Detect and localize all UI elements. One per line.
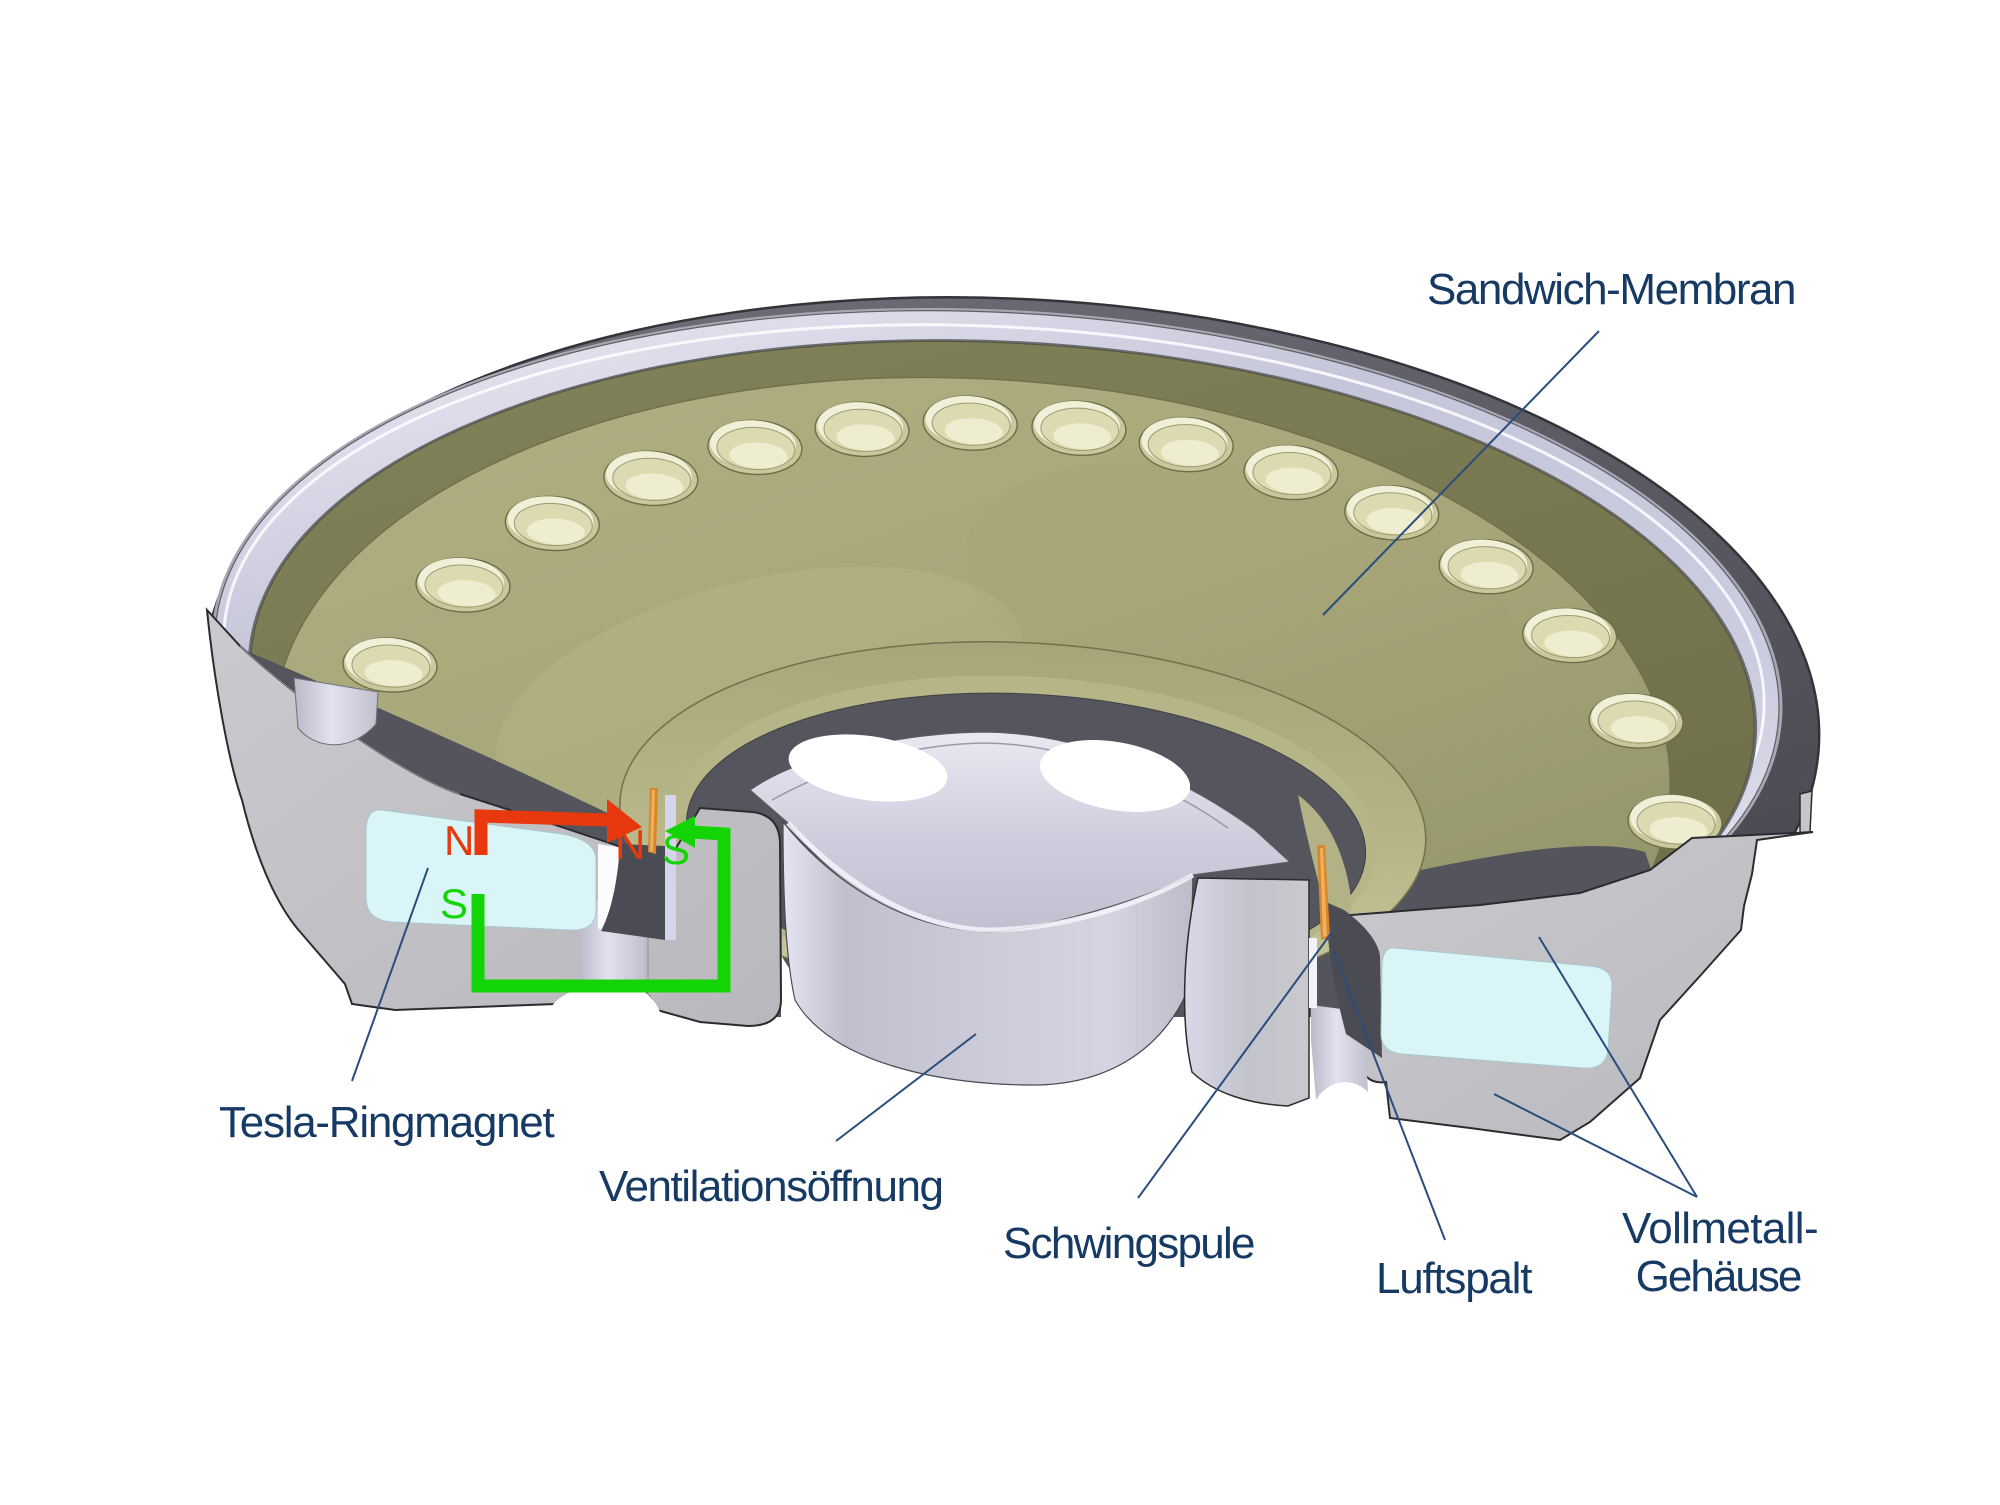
svg-text:N: N [615,821,645,868]
svg-text:Luftspalt: Luftspalt [1376,1254,1532,1303]
svg-text:Vollmetall-: Vollmetall- [1622,1204,1818,1253]
svg-text:S: S [662,826,690,873]
svg-text:Schwingspule: Schwingspule [1003,1219,1254,1268]
svg-text:N: N [444,817,474,864]
svg-text:Gehäuse: Gehäuse [1636,1252,1801,1301]
svg-text:Ventilationsöffnung: Ventilationsöffnung [599,1162,943,1211]
svg-text:S: S [440,880,468,927]
svg-text:Tesla-Ringmagnet: Tesla-Ringmagnet [219,1098,554,1147]
svg-text:Sandwich-Membran: Sandwich-Membran [1427,265,1795,314]
